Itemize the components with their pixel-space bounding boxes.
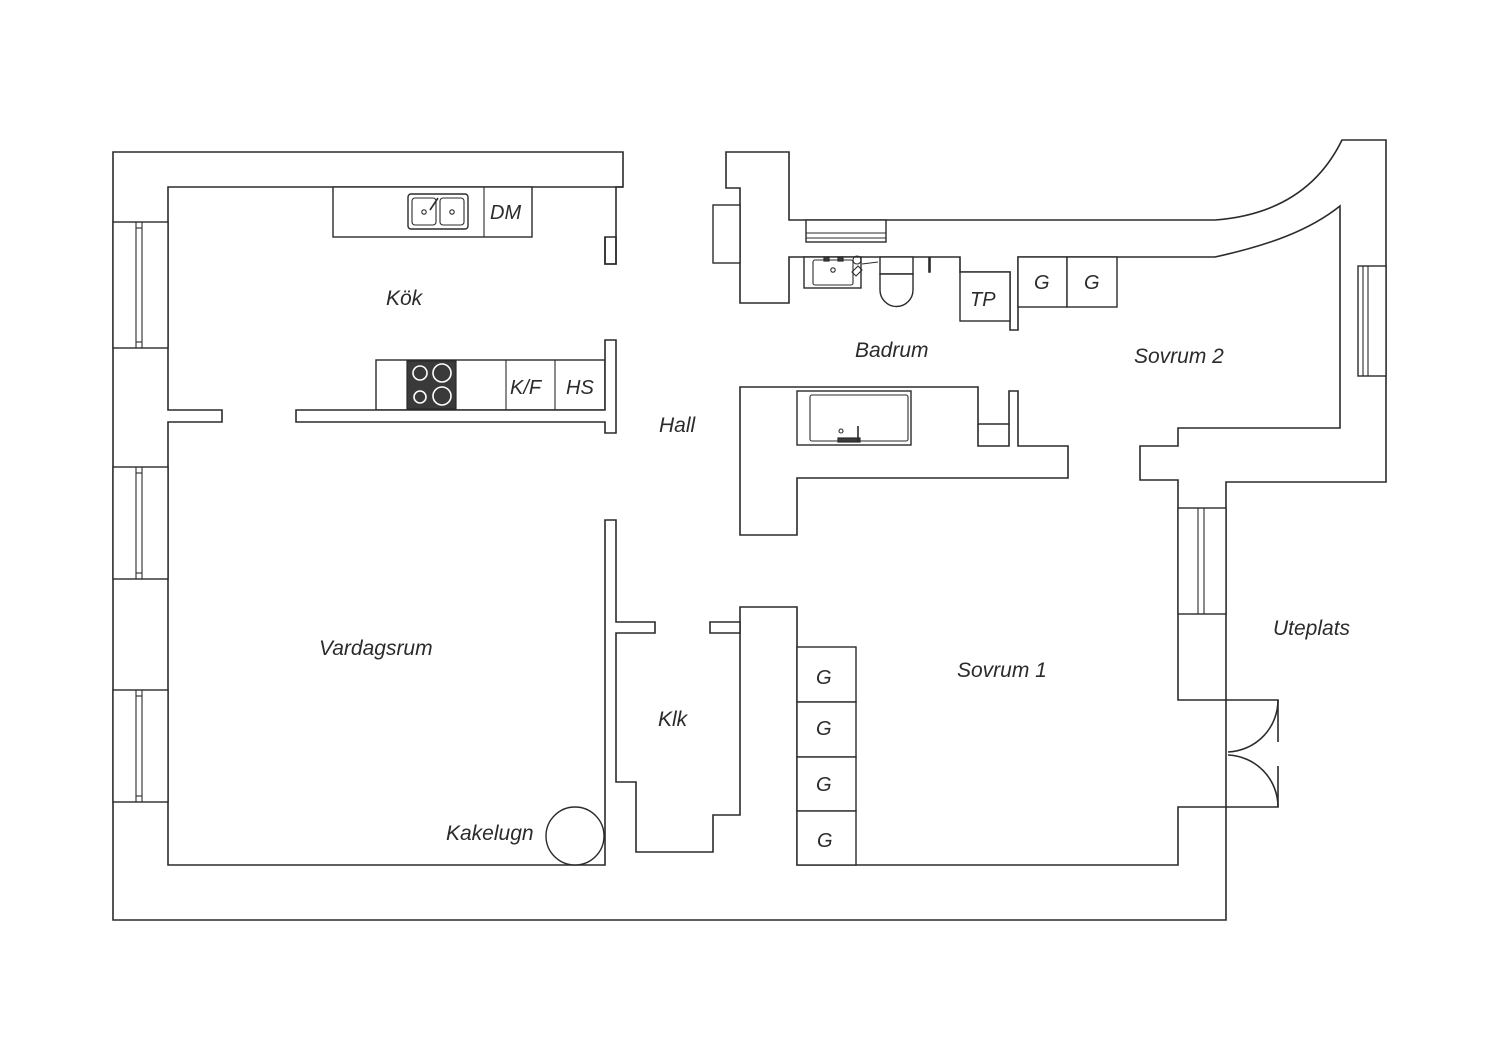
hall-wall-left — [604, 186, 623, 265]
wardrobe-s1-1 — [796, 646, 857, 703]
bathroom-niche — [977, 424, 1010, 447]
window-right-1 — [1357, 265, 1387, 377]
tiled-stove-icon — [545, 806, 605, 866]
label-fridge-freezer: K/F — [510, 377, 543, 399]
sink-icon — [407, 193, 469, 230]
kitchen-wall-stub — [604, 236, 617, 265]
window-bathroom — [805, 219, 887, 243]
window-left-1 — [112, 221, 169, 349]
room-bedroom-2: Sovrum 2 — [1134, 345, 1224, 368]
label-wardrobe: G — [816, 774, 832, 796]
wardrobe-s1-2 — [796, 701, 857, 758]
label-wardrobe: G — [816, 667, 832, 689]
label-washer: TP — [970, 289, 996, 311]
wardrobe-s1-4 — [796, 810, 857, 866]
shower-icon — [851, 255, 879, 277]
patio-door-icon — [1225, 699, 1279, 808]
bathroom-sink-icon — [803, 256, 862, 289]
toilet-icon — [879, 256, 914, 308]
room-patio: Uteplats — [1273, 617, 1351, 640]
wardrobe-s1-3 — [796, 756, 857, 812]
hall-wall-box — [712, 204, 741, 264]
label-wardrobe: G — [817, 830, 833, 852]
outer-wall — [112, 151, 1227, 921]
room-living: Vardagsrum — [319, 637, 433, 660]
room-bedroom-1: Sovrum 1 — [957, 659, 1047, 682]
room-hall: Hall — [659, 414, 697, 437]
window-left-2 — [112, 466, 169, 580]
room-kitchen: Kök — [386, 287, 424, 310]
window-right-2 — [1177, 507, 1227, 615]
wardrobe-s2-2 — [1066, 256, 1118, 308]
label-dishwasher: DM — [490, 202, 521, 224]
room-bathroom: Badrum — [855, 339, 929, 362]
label-tiled-stove: Kakelugn — [446, 822, 534, 845]
window-left-3 — [112, 689, 169, 803]
washer-cabinet — [959, 271, 1011, 322]
label-wardrobe: G — [816, 718, 832, 740]
label-cabinet-hs: HS — [566, 377, 594, 399]
kitchen-partition — [295, 339, 617, 434]
room-closet: Klk — [658, 708, 689, 731]
label-wardrobe: G — [1084, 272, 1100, 294]
closet-wall — [709, 621, 741, 634]
label-wardrobe: G — [1034, 272, 1050, 294]
wardrobe-s2-1 — [1017, 256, 1068, 308]
stove-icon — [406, 360, 457, 410]
bathtub-icon — [796, 390, 912, 446]
